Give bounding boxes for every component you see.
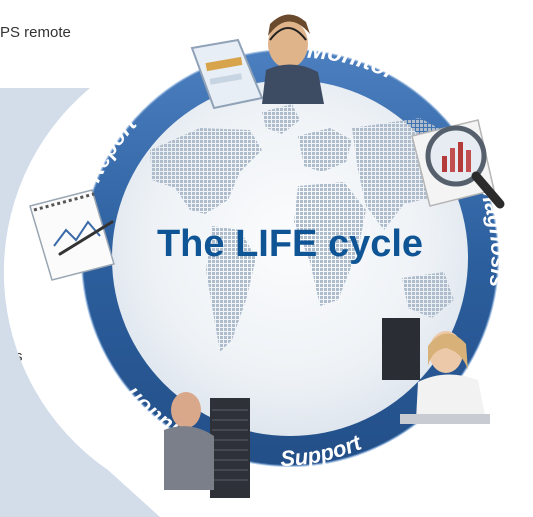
solution-photo bbox=[164, 392, 250, 498]
monitor-photo bbox=[190, 14, 324, 110]
background-panel bbox=[0, 88, 160, 517]
report-photo bbox=[29, 189, 115, 281]
magnifier-photo bbox=[411, 119, 505, 209]
world-map bbox=[150, 104, 462, 352]
support-photo bbox=[382, 318, 490, 424]
diagram-title: The LIFE cycle bbox=[157, 223, 423, 265]
side-text-top: PS remote bbox=[0, 24, 71, 41]
